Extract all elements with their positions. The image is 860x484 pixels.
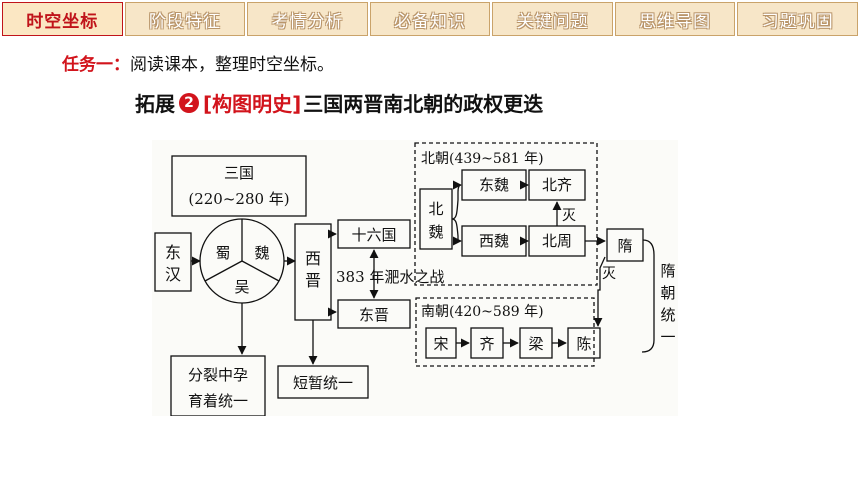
donghan-label-2: 汉 xyxy=(165,265,181,284)
wu-label: 吴 xyxy=(234,278,249,296)
fenlie-label-2: 育着统一 xyxy=(188,392,248,410)
liang-label: 梁 xyxy=(528,335,543,353)
heading-tag: [构图明史] xyxy=(203,92,302,116)
beichao-label: 北朝(439~581 年) xyxy=(421,151,544,167)
sui-tongyi-3: 统 xyxy=(660,306,675,324)
tab-kaoqing[interactable]: 考情分析 xyxy=(247,2,368,36)
sanguo-box xyxy=(171,155,307,217)
task-line: 任务一：阅读课本，整理时空坐标。 xyxy=(62,50,334,75)
beichao-region xyxy=(414,142,598,286)
xijin-label-1: 西 xyxy=(305,249,321,268)
sui-box xyxy=(606,228,644,262)
fenlie-label-1: 分裂中孕 xyxy=(188,366,248,384)
chen-box xyxy=(567,327,601,359)
dongwei-label: 东魏 xyxy=(479,176,509,194)
sui-tongyi-4: 一 xyxy=(660,328,675,346)
dongjin-label: 东晋 xyxy=(359,306,389,324)
heading-text: 三国两晋南北朝的政权更迭 xyxy=(303,92,544,116)
sui-tongyi-2: 朝 xyxy=(660,284,675,302)
mie-label-1: 灭 xyxy=(562,208,576,224)
sui-label: 隋 xyxy=(617,237,632,255)
sanguo-years-label: (220~280 年) xyxy=(188,190,289,208)
liuguo-box xyxy=(337,219,411,249)
beiqi-label: 北齐 xyxy=(542,176,572,194)
duanzan-label: 短暂统一 xyxy=(293,374,353,392)
tab-bibei[interactable]: 必备知识 xyxy=(369,2,491,36)
beizhou-label: 北周 xyxy=(542,232,572,250)
shu-label: 蜀 xyxy=(215,244,230,262)
liuguo-label: 十六国 xyxy=(351,226,396,244)
chen-label: 陈 xyxy=(576,335,591,353)
dongjin-box xyxy=(337,299,411,329)
dynasty-diagram-svg: 三国 (220~280 年) 东 汉 蜀 魏 吴 西 晋 十六国 383 年淝水… xyxy=(154,142,676,417)
beiwei-label-2: 魏 xyxy=(428,223,443,241)
tab-jieduan[interactable]: 阶段特征 xyxy=(124,2,246,36)
song-label: 宋 xyxy=(433,335,448,353)
heading-prefix: 拓展 xyxy=(135,92,175,116)
beiqi-box xyxy=(528,169,586,201)
donghan-label-1: 东 xyxy=(165,243,181,262)
heading-number-badge: 2 xyxy=(179,92,199,113)
dynasty-diagram: 三国 (220~280 年) 东 汉 蜀 魏 吴 西 晋 十六国 383 年淝水… xyxy=(152,140,678,417)
tab-guanjian[interactable]: 关键问题 xyxy=(492,2,613,36)
xijin-label-2: 晋 xyxy=(305,271,321,290)
tab-shikong[interactable]: 时空坐标 xyxy=(2,2,123,36)
mie-label-2: 灭 xyxy=(602,266,616,282)
task-text: 阅读课本，整理时空坐标。 xyxy=(130,55,334,75)
sui-tongyi-1: 隋 xyxy=(660,262,675,280)
beiwei-label-1: 北 xyxy=(428,200,443,218)
sanguo-label: 三国 xyxy=(224,164,254,182)
tab-xiti[interactable]: 习题巩固 xyxy=(737,2,859,36)
qi-label: 齐 xyxy=(479,335,494,353)
nanchao-label: 南朝(420~589 年) xyxy=(421,304,544,320)
nav-tabs: 时空坐标 阶段特征 考情分析 必备知识 关键问题 思维导图 习题巩固 xyxy=(2,2,859,36)
duanzan-box xyxy=(277,365,369,399)
donghan-box xyxy=(154,232,192,292)
xiwei-label: 西魏 xyxy=(479,232,509,250)
section-heading: 拓展 2 [构图明史] 三国两晋南北朝的政权更迭 xyxy=(135,88,543,117)
wei-label: 魏 xyxy=(254,244,269,262)
nanchao-region xyxy=(415,297,595,367)
tab-siwei[interactable]: 思维导图 xyxy=(614,2,736,36)
feishui-label: 383 年淝水之战 xyxy=(336,268,444,286)
task-label: 任务一： xyxy=(62,55,130,75)
